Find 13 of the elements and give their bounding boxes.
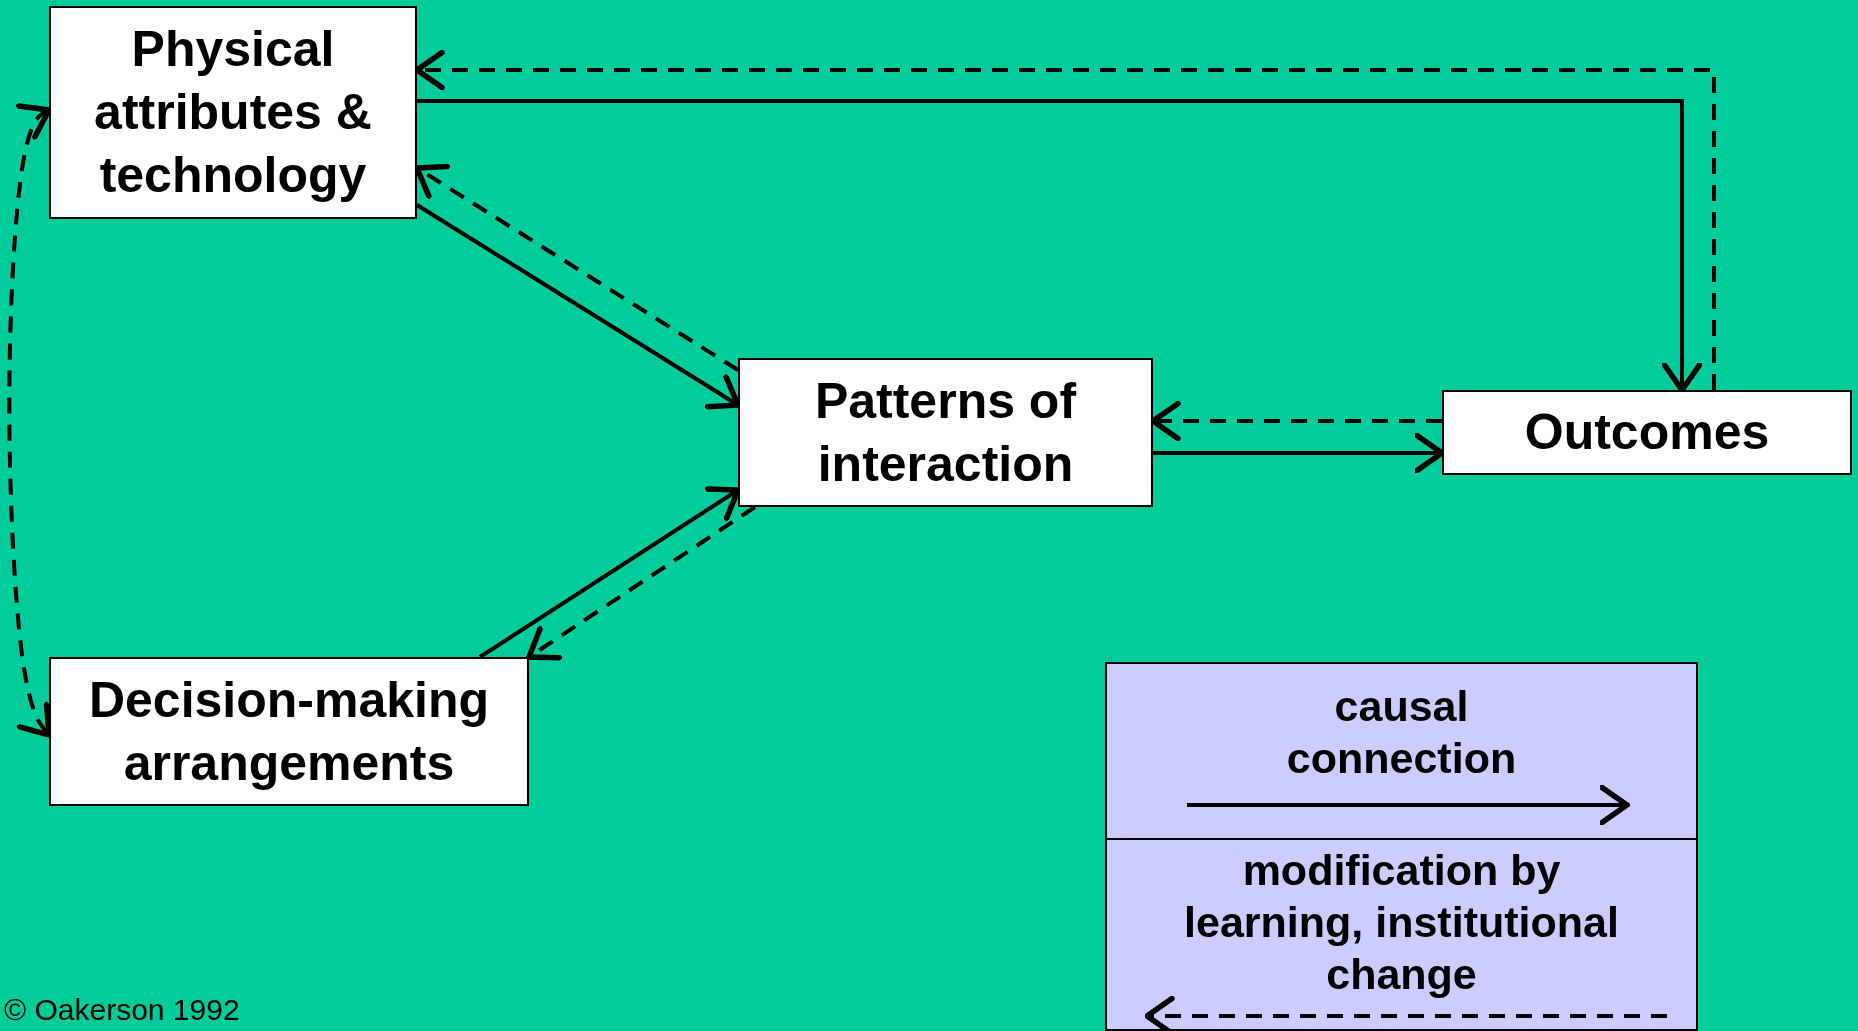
process-box — [49, 657, 529, 806]
copyright-note: © Oakerson 1992 — [4, 993, 240, 1027]
legend-text: causal connection — [1285, 681, 1518, 784]
box-label: Decision-making arrangements — [87, 670, 491, 793]
process-box — [49, 6, 417, 219]
arrow — [526, 505, 757, 661]
process-box — [1442, 390, 1852, 475]
legend-text: modification by learning, institutional change — [1183, 845, 1620, 1000]
arrow — [417, 99, 1703, 393]
box-label: Patterns of interaction — [813, 371, 1078, 494]
box-label: Physical attributes & technology — [93, 20, 373, 205]
box-label: Outcomes — [1524, 403, 1770, 462]
process-box — [738, 358, 1153, 507]
